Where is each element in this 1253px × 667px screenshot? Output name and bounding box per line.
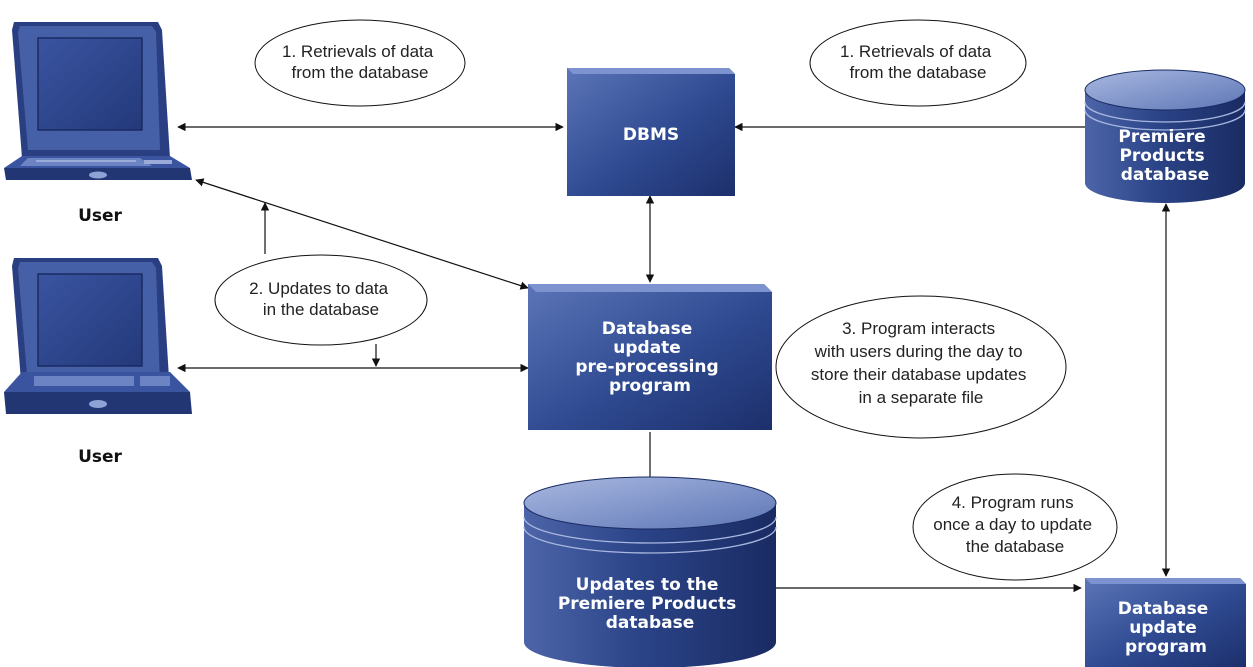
svg-text:4. Program runs once a d: 4. Program runs once a day to update the… — [933, 493, 1097, 556]
svg-text:2. Updates to data in th: 2. Updates to data in the database — [249, 279, 393, 319]
note-updates: 2. Updates to data in the database — [214, 254, 428, 346]
note-retrievals-right: 1. Retrievals of data from the database — [809, 19, 1027, 107]
update-program-label: Database update program — [1118, 599, 1214, 657]
premiere-database-label: Premiere Products database — [1118, 127, 1211, 185]
preprocessing-program-label: Database update pre-processing program — [575, 319, 724, 396]
user-label-2: User — [78, 447, 122, 467]
updates-database-label: Updates to the Premiere Products databas… — [558, 575, 742, 633]
dbms-box: DBMS — [567, 68, 735, 196]
user-label-1: User — [78, 206, 122, 226]
laptop-icon-user-2 — [4, 258, 192, 414]
note-retrievals-left: 1. Retrievals of data from the database — [254, 19, 466, 107]
premiere-database-icon: Premiere Products database — [1084, 69, 1246, 203]
note-program-interacts: 3. Program interacts with users during t… — [775, 295, 1067, 439]
updates-database-icon: Updates to the Premiere Products databas… — [523, 476, 777, 667]
dbms-label: DBMS — [623, 125, 679, 145]
svg-text:3. Program interacts wit: 3. Program interacts with users during t… — [811, 319, 1031, 407]
preprocessing-program-box: Database update pre-processing program — [528, 284, 772, 430]
note-program-runs: 4. Program runs once a day to update the… — [912, 473, 1118, 581]
svg-text:1. Retrievals of data fr: 1. Retrievals of data from the database — [282, 42, 438, 82]
update-program-box: Database update program — [1085, 578, 1246, 667]
arrow-user1-preproc — [195, 178, 529, 290]
laptop-icon-user-1 — [4, 22, 192, 180]
connectors — [177, 122, 1171, 593]
svg-text:1. Retrievals of data fr: 1. Retrievals of data from the database — [840, 42, 996, 82]
